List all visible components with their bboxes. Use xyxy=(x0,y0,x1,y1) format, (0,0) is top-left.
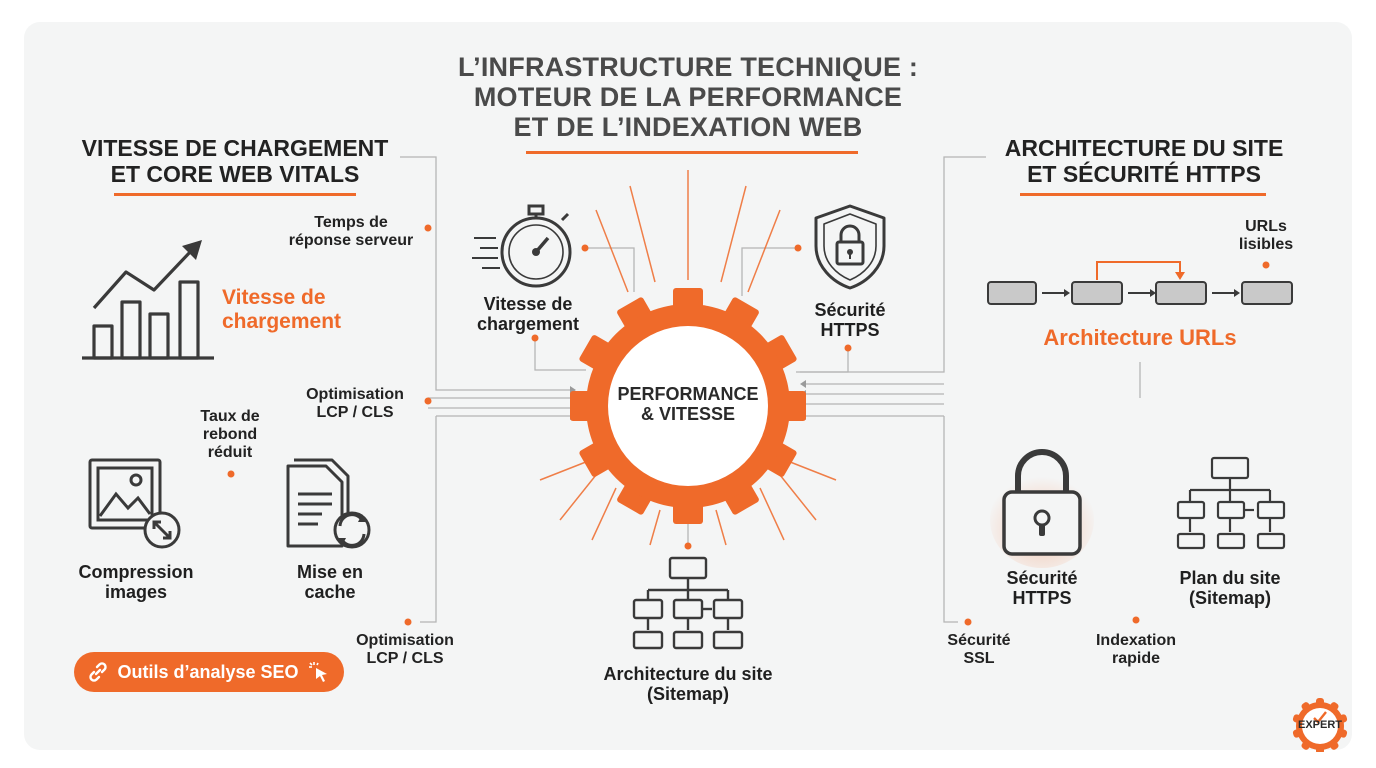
shield-lock-icon xyxy=(814,204,886,290)
bounce-rate-label: Taux de rebond réduit xyxy=(200,408,260,461)
https-label: Sécurité HTTPS xyxy=(1006,568,1078,609)
gear-tooth xyxy=(1334,714,1348,725)
lcp-cls-top-label: Optimisation LCP / CLS xyxy=(306,386,404,421)
left-title-underline xyxy=(114,193,356,196)
growth-chart-icon xyxy=(82,240,214,360)
fast-indexing-label: Indexation rapide xyxy=(1095,632,1176,667)
gear-tooth xyxy=(1316,742,1324,752)
lcp-cls-bottom-label: Optimisation LCP / CLS xyxy=(356,632,454,667)
link-icon xyxy=(89,662,108,682)
stopwatch-label: Vitesse de chargement xyxy=(476,294,580,335)
gear-tooth xyxy=(1334,727,1348,738)
cursor-click-icon xyxy=(308,662,327,682)
right-sitemap-icon xyxy=(1176,456,1286,550)
stopwatch-icon xyxy=(472,204,572,288)
compression-label: Compression images xyxy=(78,562,194,603)
main-title-underline xyxy=(526,151,858,154)
gear-label: PERFORMANCE & VITESSE xyxy=(617,384,759,425)
url-flow-diagram xyxy=(987,261,1293,305)
gear-tooth xyxy=(1292,714,1306,725)
performance-gear xyxy=(570,288,806,524)
seo-tools-label: Outils d’analyse SEO xyxy=(117,661,299,682)
right-section-title: ARCHITECTURE DU SITE ET SÉCURITÉ HTTPS xyxy=(1004,135,1284,187)
cache-document-icon xyxy=(286,458,371,549)
image-compression-icon xyxy=(88,458,181,549)
readable-urls-label: URLs lisibles xyxy=(1238,218,1294,253)
expert-badge: EXPERT xyxy=(1289,696,1351,752)
badge-icon xyxy=(1292,698,1348,752)
seo-tools-button[interactable]: Outils d’analyse SEO xyxy=(74,652,344,692)
left-section-title: VITESSE DE CHARGEMENT ET CORE WEB VITALS xyxy=(81,135,389,187)
main-title: L’INFRASTRUCTURE TECHNIQUE : MOTEUR DE L… xyxy=(457,52,919,143)
gear-tooth xyxy=(1292,727,1306,738)
expert-badge-label: EXPERT xyxy=(1297,719,1342,731)
gear-tooth xyxy=(1316,698,1324,710)
shield-label: Sécurité HTTPS xyxy=(814,300,886,341)
ssl-label: Sécurité SSL xyxy=(947,632,1011,667)
padlock-icon xyxy=(990,449,1094,568)
center-sitemap-icon xyxy=(632,556,744,650)
right-title-underline xyxy=(1020,193,1266,196)
center-sitemap-label: Architecture du site (Sitemap) xyxy=(603,664,773,705)
right-sitemap-label: Plan du site (Sitemap) xyxy=(1179,568,1281,609)
server-response-label: Temps de réponse serveur xyxy=(288,214,414,249)
speed-label-orange: Vitesse de chargement xyxy=(222,286,342,333)
cache-label: Mise en cache xyxy=(296,562,364,603)
urls-architecture-label: Architecture URLs xyxy=(1043,325,1237,350)
